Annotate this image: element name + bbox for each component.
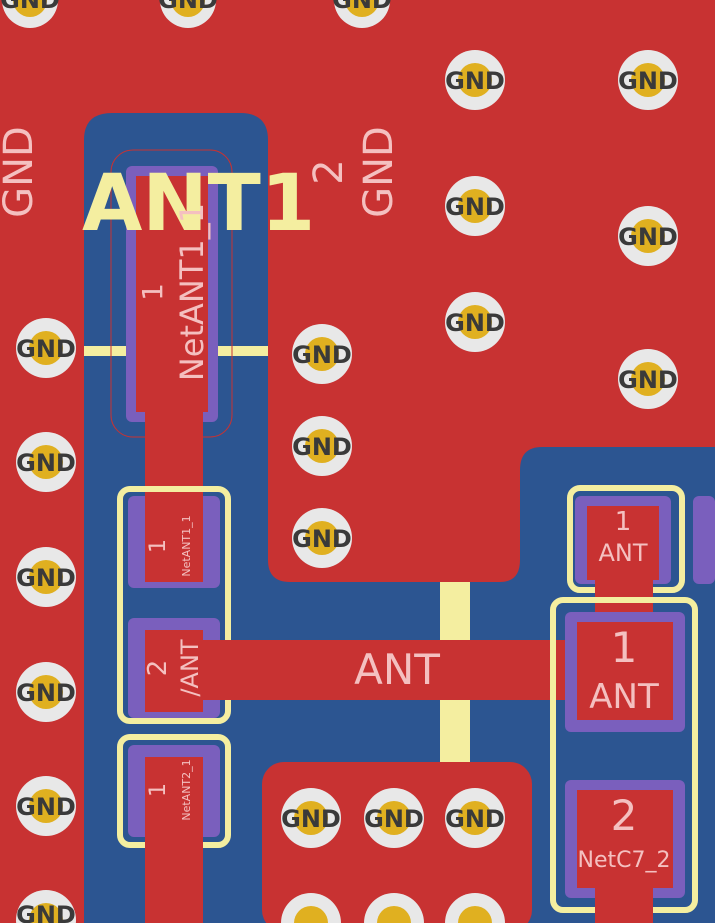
via xyxy=(16,318,76,378)
via-label: GND xyxy=(292,341,352,369)
via-label: GND xyxy=(445,193,505,221)
via xyxy=(445,893,505,923)
ant-trace-label: ANT xyxy=(354,645,440,694)
gnd-zone-pin-label: 2 xyxy=(306,159,352,184)
via-label: GND xyxy=(16,564,76,592)
ant1-pin-label: 1 xyxy=(136,283,169,301)
via-label: GND xyxy=(16,793,76,821)
ant1-pad[interactable] xyxy=(136,176,208,412)
via-label: GND xyxy=(292,525,352,553)
r1-pin2-label: 2 xyxy=(143,660,173,677)
via xyxy=(364,893,424,923)
r2-pad1[interactable] xyxy=(145,757,203,923)
r2-net1-label: NetANT2_1 xyxy=(180,759,193,820)
via-label: GND xyxy=(16,679,76,707)
via xyxy=(445,788,505,848)
via-label: GND xyxy=(618,67,678,95)
via-label: GND xyxy=(445,309,505,337)
via-label: GND xyxy=(364,805,424,833)
c7-pin1-label: 1 xyxy=(611,623,638,672)
r1-silk xyxy=(117,486,231,724)
via-label: GND xyxy=(281,805,341,833)
ant-trace xyxy=(145,640,625,700)
via-label: GND xyxy=(332,0,392,14)
via xyxy=(16,547,76,607)
via xyxy=(2,0,58,28)
via-label: GND xyxy=(16,901,76,923)
via xyxy=(292,416,352,476)
ant1-reference: ANT1 xyxy=(82,159,315,249)
via-label: GND xyxy=(618,223,678,251)
u-pad1[interactable] xyxy=(587,506,659,580)
via-label: GND xyxy=(618,366,678,394)
u-pad-right xyxy=(693,496,715,584)
c7-pad1[interactable] xyxy=(577,622,673,720)
via-label: GND xyxy=(445,67,505,95)
r1-pad1[interactable] xyxy=(145,496,203,582)
u-net1-label: ANT xyxy=(598,539,647,567)
r1-pin1-label: 1 xyxy=(146,539,171,553)
via xyxy=(445,292,505,352)
gnd-zone-label-left: GND xyxy=(0,126,42,218)
via xyxy=(364,788,424,848)
via xyxy=(445,50,505,110)
c7-net2-label: NetC7_2 xyxy=(578,848,671,873)
c7-pad2[interactable] xyxy=(577,790,673,888)
via-label: GND xyxy=(0,0,60,14)
via xyxy=(16,890,76,923)
c7-net1-label: ANT xyxy=(589,677,659,717)
via-label: GND xyxy=(16,449,76,477)
via-label: GND xyxy=(445,805,505,833)
via xyxy=(445,176,505,236)
ant1-trace xyxy=(145,410,203,510)
r1-net2-label: /ANT xyxy=(176,639,204,696)
via-label: GND xyxy=(16,335,76,363)
via xyxy=(292,508,352,568)
r1-net1-label: NetANT1_1 xyxy=(180,515,193,576)
via-label: GND xyxy=(292,433,352,461)
u-pin1-label: 1 xyxy=(615,507,632,537)
c7-trace xyxy=(595,888,653,923)
via xyxy=(16,776,76,836)
ant1-net-label: NetANT1_1 xyxy=(173,203,211,381)
via xyxy=(16,432,76,492)
via xyxy=(618,50,678,110)
r2-pin1-label: 1 xyxy=(146,783,171,797)
via xyxy=(281,893,341,923)
via xyxy=(292,324,352,384)
gnd-zone-label-mid: GND xyxy=(356,126,402,218)
via xyxy=(618,206,678,266)
via xyxy=(281,788,341,848)
via-label: GND xyxy=(158,0,218,14)
via-group xyxy=(2,0,678,923)
via xyxy=(334,0,390,28)
via xyxy=(16,662,76,722)
via xyxy=(618,349,678,409)
via xyxy=(160,0,216,28)
via-labels: GND GND GND GND GND GND GND GND GND GND … xyxy=(0,0,678,923)
c7-pin2-label: 2 xyxy=(611,791,638,840)
